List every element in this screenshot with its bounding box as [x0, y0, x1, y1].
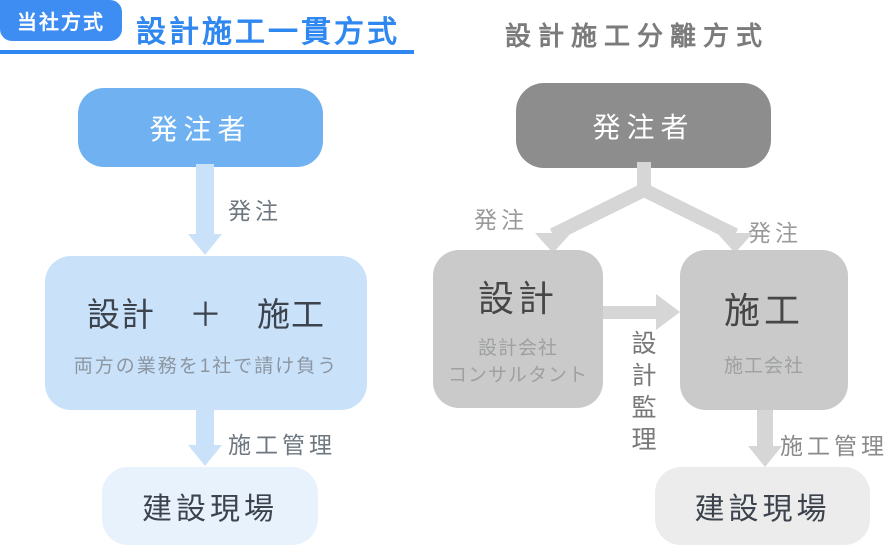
- right-column-title: 設計施工分離方式: [505, 21, 770, 51]
- left-main-box-title: 設計 ＋ 施工: [87, 296, 325, 333]
- right-construction-box-subtitle: 施工会社: [723, 355, 804, 377]
- right-construction-box: 施工 施工会社: [680, 250, 848, 410]
- right-supervision-arrow: [603, 294, 680, 330]
- left-order-label: 発注: [228, 198, 282, 224]
- right-fork-arrow: [535, 162, 753, 253]
- left-title-underline: [0, 50, 414, 54]
- left-design-construction-box: 設計 ＋ 施工 両方の業務を1社で請け負う: [45, 256, 367, 410]
- company-method-badge: 当社方式: [0, 0, 122, 41]
- right-construction-box-title: 施工: [723, 289, 804, 331]
- left-manage-arrow: [188, 409, 222, 466]
- right-client-box: 発注者: [516, 83, 771, 168]
- right-manage-arrow: [748, 410, 782, 467]
- right-order-label-right: 発注: [748, 220, 802, 246]
- right-supervision-label: 設計監理: [628, 330, 656, 458]
- left-order-arrow: [188, 164, 222, 255]
- right-site-box: 建設現場: [655, 467, 870, 545]
- left-manage-label: 施工管理: [228, 432, 336, 458]
- left-client-box: 発注者: [78, 88, 323, 167]
- left-column-title: 設計施工一貫方式: [136, 16, 400, 49]
- left-site-box: 建設現場: [102, 467, 318, 545]
- right-design-box-subtitle: 設計会社 コンサルタント: [447, 338, 588, 386]
- right-order-label-left: 発注: [474, 207, 528, 233]
- left-main-box-subtitle: 両方の業務を1社で請け負う: [73, 356, 339, 377]
- right-manage-label: 施工管理: [780, 433, 888, 459]
- right-design-box: 設計 設計会社 コンサルタント: [433, 250, 603, 408]
- right-design-box-title: 設計: [477, 278, 558, 320]
